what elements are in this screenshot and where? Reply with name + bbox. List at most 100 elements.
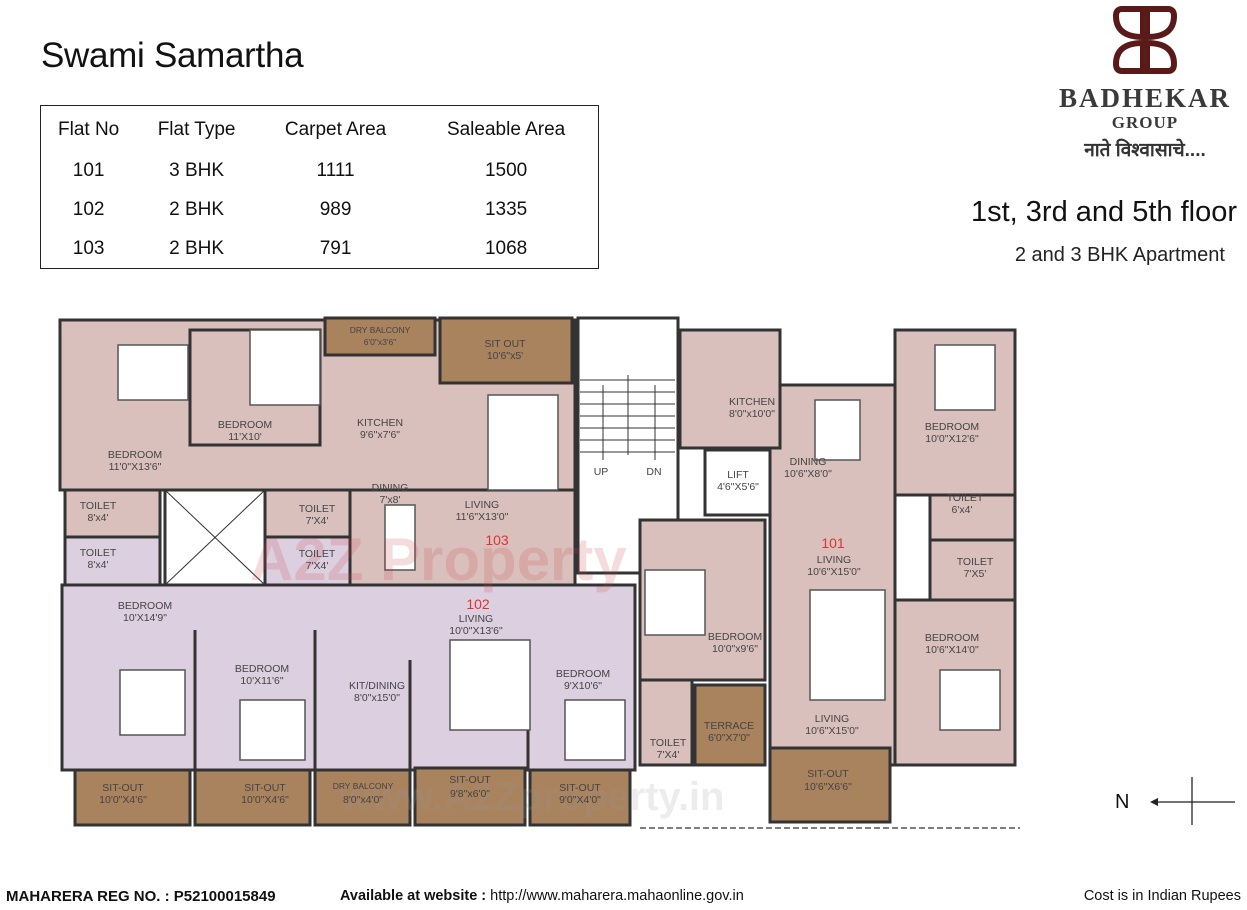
room-name: TOILET	[650, 737, 687, 749]
room-name: BEDROOM	[108, 449, 162, 461]
room-name: DRY BALCONY	[333, 781, 394, 791]
cell: 2 BHK	[169, 237, 225, 259]
logo-tagline: नाते विश्वासाचे....	[1084, 140, 1206, 161]
dry-balcony	[313, 768, 412, 827]
room-size: 6'0"x3'6"	[364, 337, 396, 347]
furniture	[117, 329, 1001, 761]
sit-out	[73, 768, 192, 827]
col-flat-no: Flat No	[58, 118, 120, 140]
room-size: 10'0"x9'6"	[712, 643, 758, 655]
sit-out	[413, 766, 527, 827]
logo-group: GROUP	[1111, 113, 1179, 132]
stair-up-label: UP	[594, 466, 609, 478]
room-size: 9'0"X4'0"	[559, 794, 601, 806]
project-title: Swami Samartha	[41, 36, 304, 75]
room-size: 10'0"X4'6"	[241, 794, 289, 806]
cell: 989	[319, 199, 352, 220]
room-size: 7'X4'	[306, 515, 329, 527]
room-name: SIT-OUT	[102, 782, 144, 794]
room-name: SIT-OUT	[559, 782, 601, 794]
room-name: BEDROOM	[556, 668, 610, 680]
col-saleable-area: Saleable Area	[446, 118, 566, 140]
cell: 1068	[484, 237, 528, 259]
cell: 2 BHK	[169, 199, 225, 220]
room-size: 10'0"X13'6"	[449, 625, 503, 637]
room-size: 10'6"X15'0"	[807, 566, 861, 578]
room-size: 4'6"X5'6"	[717, 481, 759, 493]
cell: 1500	[484, 160, 528, 181]
north-arrow-icon	[1150, 777, 1235, 825]
website-line: Available at website : http://www.mahare…	[340, 888, 744, 904]
room-name: SIT-OUT	[449, 774, 491, 786]
floor-plan: A2Z Property www.A2Zproperty.in 103 102 …	[58, 316, 1020, 829]
room-size: 7'X4'	[306, 560, 329, 572]
room-name: TOILET	[947, 492, 984, 504]
room-size: 10'6"x5'	[487, 350, 523, 362]
stair-treads	[580, 375, 675, 460]
north-label: N	[1115, 791, 1130, 813]
room-size: 6'0"X7'0"	[708, 732, 750, 744]
kitchen-101	[678, 328, 782, 450]
room-size: 7'x8'	[380, 494, 401, 506]
room-name: BEDROOM	[118, 600, 172, 612]
room-name: TOILET	[957, 556, 994, 568]
room-size: 9'8"x6'0"	[450, 788, 490, 800]
room-name: TERRACE	[704, 720, 754, 732]
room-size: 10'X14'9"	[123, 612, 167, 624]
col-flat-type: Flat Type	[157, 118, 236, 140]
cell: 102	[72, 199, 105, 220]
room-size: 7'X5'	[964, 568, 987, 580]
maharera-reg: MAHARERA REG NO. : P52100015849	[6, 888, 276, 905]
room-name: SIT-OUT	[244, 782, 286, 794]
room-size: 11'X10'	[228, 431, 262, 443]
room-name: BEDROOM	[235, 663, 289, 675]
room-size: 11'0"X13'6"	[109, 461, 162, 473]
cell: 101	[72, 160, 105, 181]
terrace	[693, 683, 767, 767]
apartment-type: 2 and 3 BHK Apartment	[1014, 244, 1225, 266]
room-size: 8'x4'	[88, 559, 109, 571]
cost-note: Cost is in Indian Rupees	[1083, 888, 1241, 904]
watermark: A2Z Property	[250, 526, 627, 593]
cell: 791	[319, 237, 352, 259]
flat-number: 102	[466, 596, 490, 612]
room-name: DINING	[372, 482, 409, 494]
room-size: 8'0"x15'0"	[354, 692, 400, 704]
room-size: 9'X10'6"	[564, 680, 602, 692]
room-size: 11'6"X13'0"	[456, 511, 509, 523]
room-size: 10'6"X8'0"	[784, 468, 832, 480]
toilet	[63, 488, 162, 539]
room-size: 8'0"x4'0"	[343, 794, 383, 806]
stair-down-label: DN	[646, 466, 661, 478]
room-size: 10'0"X12'6"	[925, 433, 979, 445]
sit-out	[768, 746, 892, 824]
room-name: LIFT	[727, 469, 749, 481]
room-size: 10'0"X4'6"	[99, 794, 147, 806]
room-size: 10'X11'6"	[240, 675, 283, 687]
sit-out	[438, 316, 574, 385]
room-name: DINING	[790, 456, 827, 468]
table-header-row: Flat No Flat Type Carpet Area Saleable A…	[41, 106, 599, 152]
room-size: 7'X4'	[657, 749, 680, 761]
room-name: BEDROOM	[925, 632, 979, 644]
room-name: BEDROOM	[708, 631, 762, 643]
room-name: SIT OUT	[484, 338, 526, 350]
cell: 103	[72, 237, 105, 259]
cell: 3 BHK	[169, 160, 225, 181]
room-name: TOILET	[299, 548, 336, 560]
room-size: 10'6"X6'6"	[804, 781, 852, 793]
watermark-url: www.A2Zproperty.in	[339, 775, 724, 819]
room-name: LIVING	[459, 613, 493, 625]
lift-shaft	[703, 448, 772, 517]
toilet	[638, 678, 694, 767]
unit-area-table: Flat No Flat Type Carpet Area Saleable A…	[40, 105, 599, 269]
cell: 1335	[484, 199, 528, 220]
room-name: TOILET	[299, 503, 336, 515]
room-size: 10'6"X15'0"	[805, 725, 859, 737]
website-link[interactable]: http://www.maharera.mahaonline.gov.in	[490, 888, 744, 904]
room-size: 8'x4'	[88, 512, 109, 524]
floors-heading: 1st, 3rd and 5th floor	[971, 196, 1237, 228]
north-indicator: N	[1110, 775, 1240, 827]
